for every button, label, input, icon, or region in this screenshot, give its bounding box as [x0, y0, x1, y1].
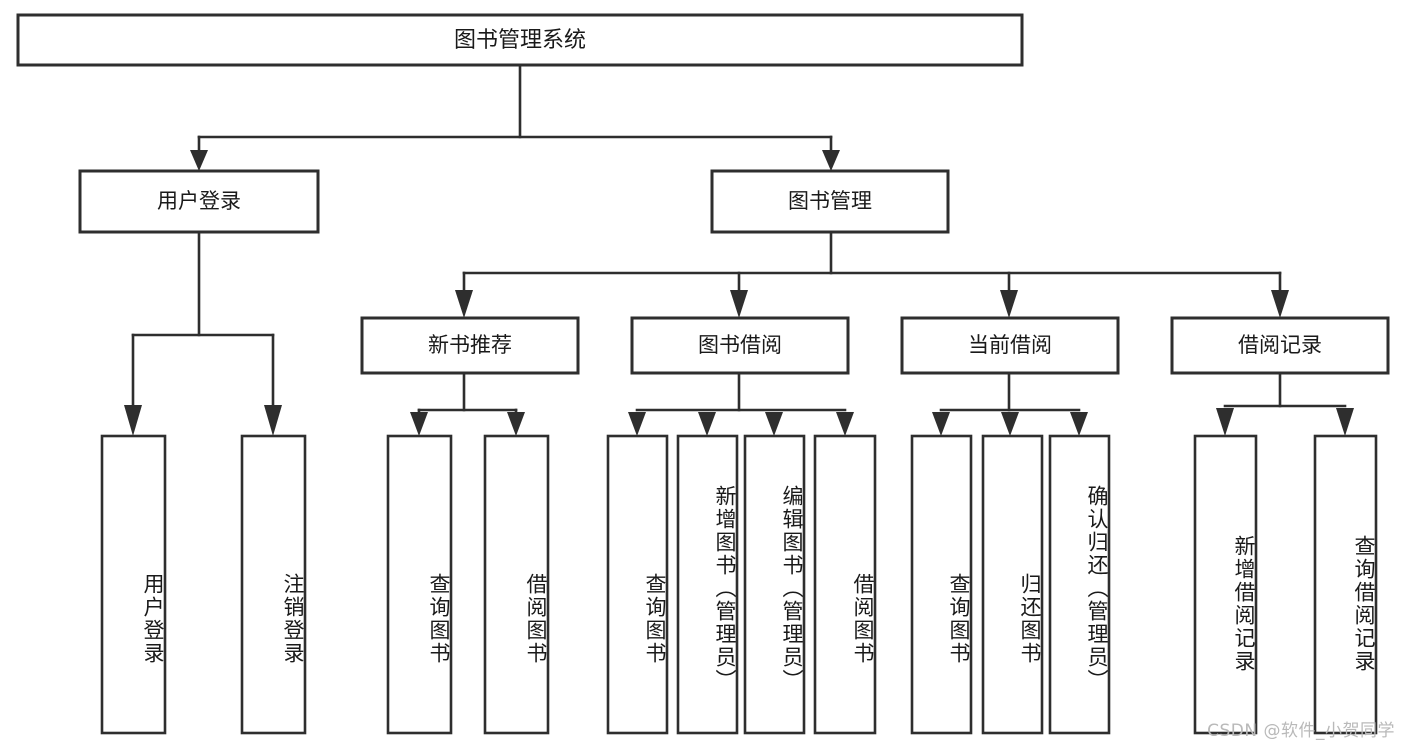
- arrow-book-manage-to-book-borrow: [730, 290, 748, 318]
- node-book-borrow-label: 图书借阅: [698, 333, 782, 357]
- arrow-book-borrow-leaf-1: [628, 412, 646, 436]
- node-book-manage-label: 图书管理: [788, 189, 872, 213]
- arrow-current-borrow-leaf-2: [1001, 412, 1019, 436]
- arrow-current-borrow-leaf-1: [932, 412, 950, 436]
- node-current-borrow[interactable]: 当前借阅: [900, 316, 1120, 375]
- arrow-book-borrow-leaf-3: [765, 412, 783, 436]
- leaf-box-edit-book-admin[interactable]: [743, 434, 806, 735]
- leaf-box-query-book-2[interactable]: [606, 434, 669, 735]
- node-root-box[interactable]: [16, 13, 1024, 67]
- leaf-box-add-borrow-record[interactable]: [1193, 434, 1258, 735]
- leaf-box-borrow-book-2[interactable]: [813, 434, 877, 735]
- node-current-borrow-label: 当前借阅: [968, 333, 1052, 357]
- arrow-book-borrow-leaf-4: [836, 412, 854, 436]
- arrow-root-to-book-manage: [822, 150, 840, 171]
- arrow-new-book-leaf-1: [410, 412, 428, 436]
- node-borrow-record-label: 借阅记录: [1238, 333, 1322, 357]
- leaf-box-user-login[interactable]: [100, 434, 167, 735]
- leaf-box-query-book-1[interactable]: [386, 434, 453, 735]
- arrow-user-login-leaf-2: [264, 405, 282, 436]
- edges-layer: [124, 63, 1354, 436]
- node-borrow-record[interactable]: 借阅记录: [1170, 316, 1390, 375]
- node-root-label: 图书管理系统: [454, 28, 586, 53]
- csdn-watermark: CSDN @软件_小贺同学: [1207, 721, 1395, 741]
- node-book-manage[interactable]: 图书管理: [710, 169, 950, 234]
- leaf-box-logout-login[interactable]: [240, 434, 307, 735]
- node-book-borrow[interactable]: 图书借阅: [630, 316, 850, 375]
- arrow-borrow-record-leaf-2: [1336, 408, 1354, 436]
- leaf-box-add-book-admin[interactable]: [676, 434, 739, 735]
- arrow-book-manage-to-new-book: [455, 290, 473, 318]
- leaf-box-return-book[interactable]: [981, 434, 1044, 735]
- arrow-current-borrow-leaf-3: [1070, 412, 1088, 436]
- node-new-book-recommend-box[interactable]: [360, 316, 580, 375]
- node-user-login[interactable]: 用户登录: [78, 169, 320, 234]
- arrow-root-to-user-login: [190, 150, 208, 171]
- arrow-new-book-leaf-2: [507, 412, 525, 436]
- arrow-book-manage-to-borrow-record: [1271, 290, 1289, 318]
- node-new-book-recommend-label: 新书推荐: [428, 333, 512, 357]
- leaf-box-confirm-return-admin[interactable]: [1048, 434, 1111, 735]
- leaf-box-borrow-book-1[interactable]: [483, 434, 550, 735]
- node-borrow-record-box[interactable]: [1170, 316, 1390, 375]
- node-current-borrow-box[interactable]: [900, 316, 1120, 375]
- arrow-book-borrow-leaf-2: [698, 412, 716, 436]
- node-book-manage-box[interactable]: [710, 169, 950, 234]
- leaf-box-query-borrow-record[interactable]: [1313, 434, 1378, 735]
- node-new-book-recommend[interactable]: 新书推荐: [360, 316, 580, 375]
- node-book-borrow-box[interactable]: [630, 316, 850, 375]
- arrow-book-manage-to-current-borrow: [1000, 290, 1018, 318]
- node-user-login-label: 用户登录: [157, 189, 241, 213]
- node-root[interactable]: 图书管理系统: [16, 13, 1024, 67]
- arrow-borrow-record-leaf-1: [1216, 408, 1234, 436]
- arrow-user-login-leaf-1: [124, 405, 142, 436]
- leaf-box-query-book-3[interactable]: [910, 434, 973, 735]
- node-user-login-box[interactable]: [78, 169, 320, 234]
- leaf-boxes-layer: [100, 434, 1378, 735]
